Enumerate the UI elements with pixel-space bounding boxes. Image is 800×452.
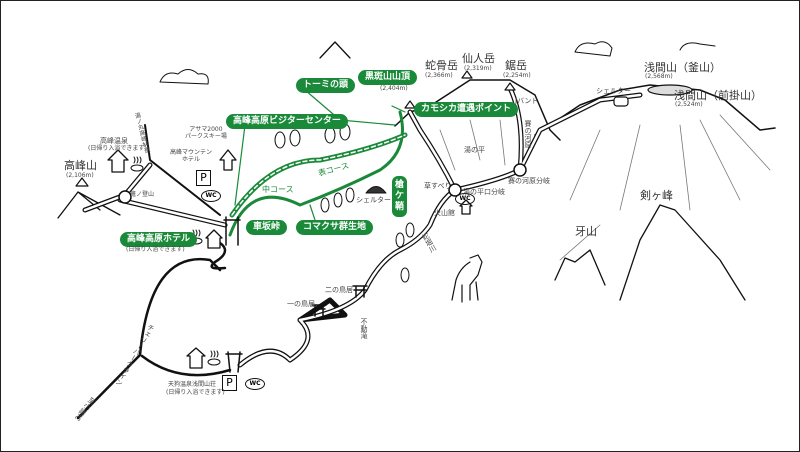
gate-kurumazaka — [223, 216, 241, 246]
mountain-takamine — [57, 191, 121, 219]
label-takamine-onsen: 高峰温泉 — [100, 137, 128, 145]
label-sainokawara: 賽の河原 — [524, 120, 532, 148]
label-kurumazaka: 車坂峠 — [246, 220, 288, 235]
label-fudotaki: 不動滝 — [360, 318, 368, 339]
label-naka-course: 中コース — [262, 185, 294, 194]
elev-kurofu: (2,404m) — [380, 85, 408, 92]
elev-asama-kama: (2,568m) — [645, 73, 673, 80]
road-cherry-line — [76, 257, 222, 420]
kamoshika-figure — [451, 254, 483, 303]
label-j-band: Jバンド — [515, 97, 539, 105]
elev-takamine: (2,106m) — [66, 172, 94, 179]
label-kagodaira: 篭ノ登山 — [130, 191, 155, 198]
label-sainokawara-junction: 賽の河原分岐 — [508, 177, 550, 185]
label-kibayama: 牙山 — [575, 225, 597, 238]
wc-icon: WC — [245, 378, 265, 390]
label-ninotorii: 二の鳥居 — [325, 286, 353, 294]
label-nokogiri: 鋸岳 — [505, 59, 527, 72]
label-takamine: 高峰山 — [64, 159, 97, 172]
label-asama-kama: 浅間山（釜山） — [644, 61, 721, 74]
label-kamoshika-point: カモシカ遭遇ポイント — [414, 102, 519, 117]
mountain-kiba — [554, 249, 606, 286]
label-torinokubi: 槍ケ鞘 — [392, 176, 407, 217]
note-tengu-onsen: (日帰り入浴できます) — [166, 389, 225, 396]
elev-jakotsu: (2,366m) — [425, 72, 453, 79]
trees — [274, 123, 415, 283]
label-yunotaira-junction: 湯の平口分岐 — [463, 188, 505, 196]
label-jakotsu: 蛇骨岳 — [425, 59, 458, 72]
label-tsurugigamine: 剣ヶ峰 — [640, 189, 673, 202]
label-ichinotorii: 一の鳥居 — [287, 300, 315, 308]
label-mountain-hotel: 高峰マウンテン ホテル — [170, 149, 213, 163]
wc-icon: WC — [201, 190, 221, 202]
label-sennin: 仙人岳 — [462, 52, 495, 65]
label-kusasuberi: 草すべり — [424, 182, 452, 190]
note-hotel: (日帰り入浴できます) — [126, 246, 185, 253]
road-kurumazaka — [144, 124, 221, 216]
gate-tengu — [225, 351, 243, 373]
wc-icon: WC — [455, 193, 475, 205]
label-shelter-1: シェルター — [356, 196, 391, 204]
label-kazankan: 火山館 — [434, 209, 455, 217]
label-yunotaira: 湯の平 — [464, 146, 485, 154]
label-tengu-onsen: 天狗温泉浅間山荘 — [168, 381, 217, 388]
elev-nokogiri: (2,254m) — [503, 72, 531, 79]
label-hotel: 高峰高原ホテル — [120, 232, 198, 247]
trail-omote — [228, 110, 404, 237]
mountain-tsurugi — [619, 204, 746, 301]
note-takamine-onsen: (日帰り入浴できます) — [88, 145, 147, 152]
label-shelter-2: シェルター — [596, 87, 631, 95]
label-visitor-center: 高峰高原ビジターセンター — [226, 114, 348, 129]
parking-icon: P — [196, 170, 211, 186]
label-asama-maekake: 浅間山（前掛山） — [674, 89, 762, 102]
elev-asama-maekake: (2,524m) — [675, 101, 703, 108]
road-tengu — [140, 354, 232, 377]
peak-top — [319, 41, 351, 59]
label-kurofu-summit: 黒斑山山頂 — [358, 70, 418, 85]
parking-icon: P — [222, 375, 237, 391]
label-asama2000: アサマ2000 パークスキー場 — [185, 126, 227, 140]
elev-sennin: (2,319m) — [464, 65, 492, 72]
label-tomi-no-kashira: トーミの頭 — [296, 78, 356, 93]
label-komakusa: コマクサ群生地 — [296, 220, 374, 235]
